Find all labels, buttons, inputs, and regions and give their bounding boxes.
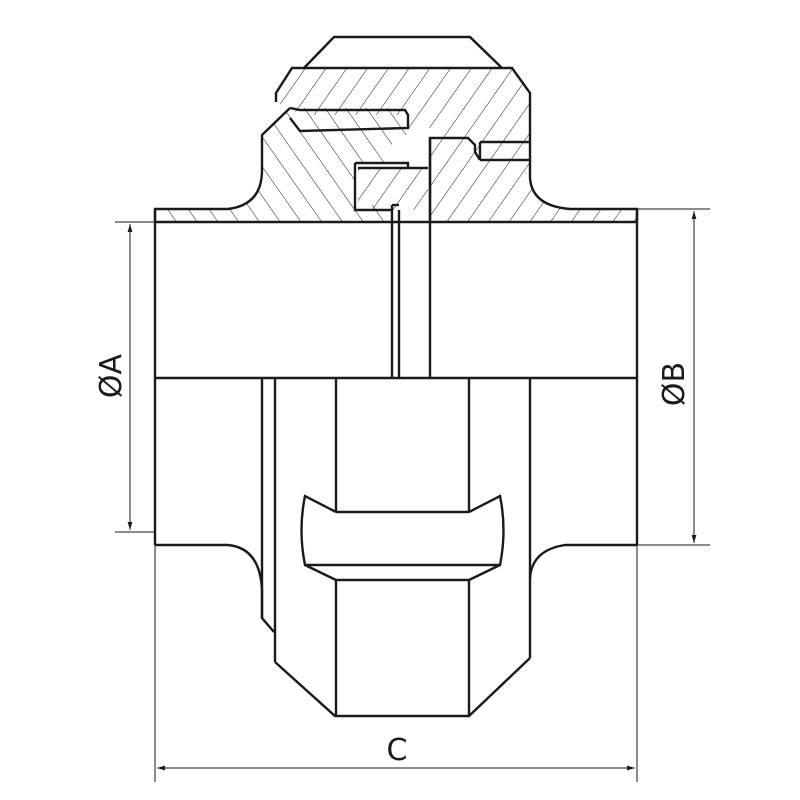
nut-lower-chamfer	[274, 657, 531, 718]
hex-collar	[300, 494, 505, 582]
nut-outline	[274, 66, 532, 160]
left-tailpiece-section	[155, 108, 408, 222]
right-outer-contour	[528, 543, 637, 579]
left-outer-contour	[155, 543, 275, 633]
right-tailpiece-outline	[528, 160, 639, 222]
left-insert-outline	[353, 161, 428, 212]
dimension-a: ØA	[94, 221, 155, 533]
left-insert-section	[358, 168, 428, 210]
section-upper-half	[153, 35, 639, 545]
dimension-c: C	[154, 545, 638, 782]
dim-a-label: ØA	[94, 353, 129, 398]
left-tailpiece-outline	[153, 107, 291, 222]
dim-b-label: ØB	[657, 362, 692, 406]
nut-thread-pocket	[289, 106, 410, 133]
dim-c-label: C	[387, 733, 408, 768]
right-tailpiece-section	[430, 138, 637, 222]
nut-hex-top	[303, 35, 503, 69]
exterior-lower-half	[155, 378, 637, 718]
right-tailpiece-step	[478, 140, 530, 162]
dimension-b: ØB	[637, 208, 710, 546]
